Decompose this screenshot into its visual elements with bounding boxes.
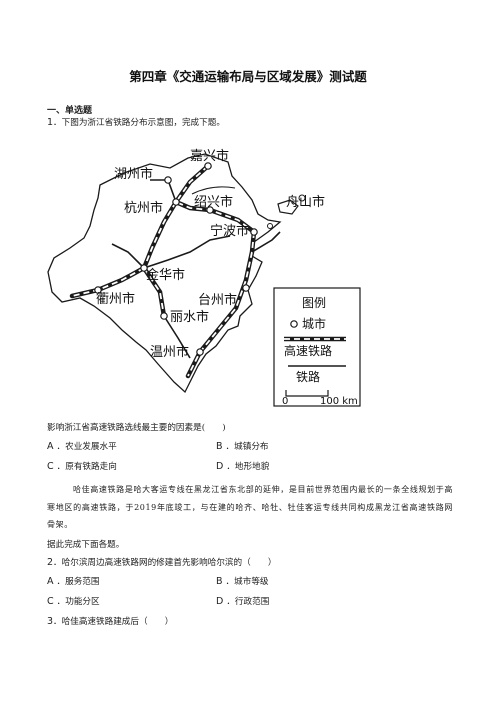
option-text: ．原有铁路走向 [56,462,117,472]
option-text: ．农业发展水平 [56,442,117,452]
option-text: ．城镇分布 [225,442,269,452]
city-marker-jinhua [140,264,148,272]
city-marker-wenzhou [196,348,204,356]
q1-option-c[interactable]: C．原有铁路走向 [47,461,117,473]
option-letter: A [47,576,54,587]
question-1-text: ．下图为浙江省铁路分布示意图，完成下题。 [53,118,225,128]
option-text: ．功能分区 [56,597,100,607]
option-text: ．城市等级 [225,577,269,587]
label-huzhou: 湖州市 [114,166,153,182]
question-3-number: 3 [47,616,54,627]
legend-scale-zero: 0 [282,396,288,407]
section-heading: 一、单选题 [47,106,93,116]
question-1: 1．下图为浙江省铁路分布示意图，完成下题。 [47,117,225,129]
city-marker-ningbo [250,228,258,236]
question-2-text: ．哈尔滨周边高速铁路网的修建首先影响哈尔滨的（ ） [53,558,277,568]
reading-passage: 哈佳高速铁路是哈大客运专线在黑龙江省东北部的延伸，是目前世界范围内最长的一条全线… [47,485,453,529]
legend-scale-bar [285,390,329,397]
passage-lead: 据此完成下面各题。 [47,540,125,550]
legend-rail: 铁路 [296,369,320,384]
page-title: 第四章《交通运输布局与区域发展》测试题 [129,69,367,84]
question-2: 2．哈尔滨周边高速铁路网的修建首先影响哈尔滨的（ ） [47,557,277,569]
city-marker-hangzhou [172,198,180,206]
question-1-sub: 影响浙江省高速铁路选线最主要的因素是( ) [47,423,226,433]
question-3: 3．哈佳高速铁路建成后（ ） [47,616,173,628]
label-hangzhou: 杭州市 [124,200,163,216]
label-wenzhou: 温州市 [150,344,189,360]
question-2-number: 2 [47,557,54,568]
hangzhou-bay [191,186,236,195]
city-marker-taizhou [242,284,250,292]
label-zhoushan: 舟山市 [286,194,325,210]
island-small-1 [298,194,306,202]
legend-city: 城市 [302,316,326,331]
label-shaoxing: 绍兴市 [194,194,233,210]
question-3-text: ．哈佳高速铁路建成后（ ） [53,617,174,627]
island-small-2 [267,223,273,229]
q2-option-a[interactable]: A．服务范围 [47,576,99,588]
option-letter: D [216,461,224,472]
q2-option-d[interactable]: D．行政范围 [216,596,269,608]
option-text: ．行政范围 [226,597,270,607]
option-text: ．地形地貌 [226,462,270,472]
zhoushan-island [277,199,299,215]
option-letter: B [216,576,223,587]
q1-option-d[interactable]: D．地形地貌 [216,461,269,473]
label-lishui: 丽水市 [170,309,209,325]
option-letter: B [216,441,223,452]
city-marker-jiaxing [204,162,212,170]
legend-title: 图例 [302,296,326,310]
label-quzhou: 衢州市 [96,291,135,307]
question-1-number: 1 [47,117,54,128]
option-letter: C [47,596,54,607]
label-jiaxing: 嘉兴市 [190,148,229,164]
option-text: ．服务范围 [56,577,100,587]
map-legend: 图例 城市 高速铁路 铁路 0 100 km [273,287,361,407]
zhejiang-railway-map: 嘉兴市 湖州市 杭州市 绍兴市 舟山市 宁波市 金华市 衢州市 台州市 丽水市 … [47,148,361,407]
city-marker-lishui [160,312,168,320]
option-letter: C [47,461,54,472]
label-taizhou: 台州市 [198,292,237,308]
city-marker-quzhou [94,286,102,294]
legend-scale-value: 100 km [320,396,358,407]
option-letter: A [47,441,54,452]
city-marker-huzhou [164,176,172,184]
city-marker-shaoxing [206,206,214,214]
q1-option-b[interactable]: B．城镇分布 [216,441,269,453]
legend-city-icon [290,320,298,328]
label-ningbo: 宁波市 [210,223,249,239]
option-letter: D [216,596,224,607]
q2-option-c[interactable]: C．功能分区 [47,596,100,608]
label-jinhua: 金华市 [146,267,185,283]
city-markers [94,162,258,356]
legend-hsr: 高速铁路 [284,343,332,358]
q1-option-a[interactable]: A．农业发展水平 [47,441,117,453]
province-outline [47,153,282,394]
q2-option-b[interactable]: B．城市等级 [216,576,269,588]
